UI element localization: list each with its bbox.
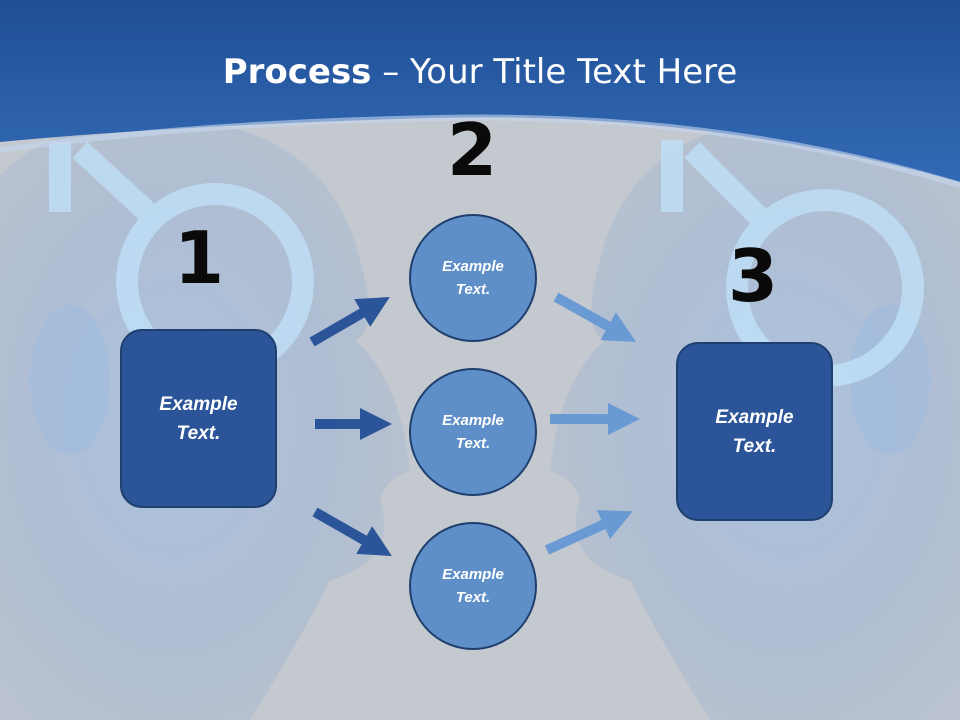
step-number-3: 3 [727, 234, 779, 318]
step-2-circle-bottom: Example Text. [409, 522, 537, 650]
step-3-box-text: Example Text. [715, 406, 794, 457]
page-title: Process – Your Title Text Here [0, 52, 960, 92]
arrow-circle-top-to-box2 [553, 292, 636, 342]
step-1-box-text: Example Text. [159, 393, 238, 444]
arrow-circle-bottom-to-box2 [544, 509, 633, 555]
header-curve-highlight [0, 114, 960, 188]
arrow-box1-to-circle-top [309, 296, 390, 347]
step-2-circle-top: Example Text. [409, 214, 537, 342]
circle-top-text: Example Text. [442, 258, 504, 298]
step-2-circle-middle: Example Text. [409, 368, 537, 496]
step-number-1: 1 [173, 216, 225, 300]
circle-bottom-text: Example Text. [442, 566, 504, 606]
step-3-box: Example Text. [676, 342, 833, 521]
title-bold: Process [222, 52, 372, 92]
header-band [0, 0, 960, 182]
title-rest: – Your Title Text Here [371, 52, 738, 92]
step-1-box: Example Text. [120, 329, 277, 508]
arrow-box1-to-circle-bottom [312, 507, 392, 556]
circle-middle-text: Example Text. [442, 412, 504, 452]
step-number-2: 2 [446, 108, 498, 192]
